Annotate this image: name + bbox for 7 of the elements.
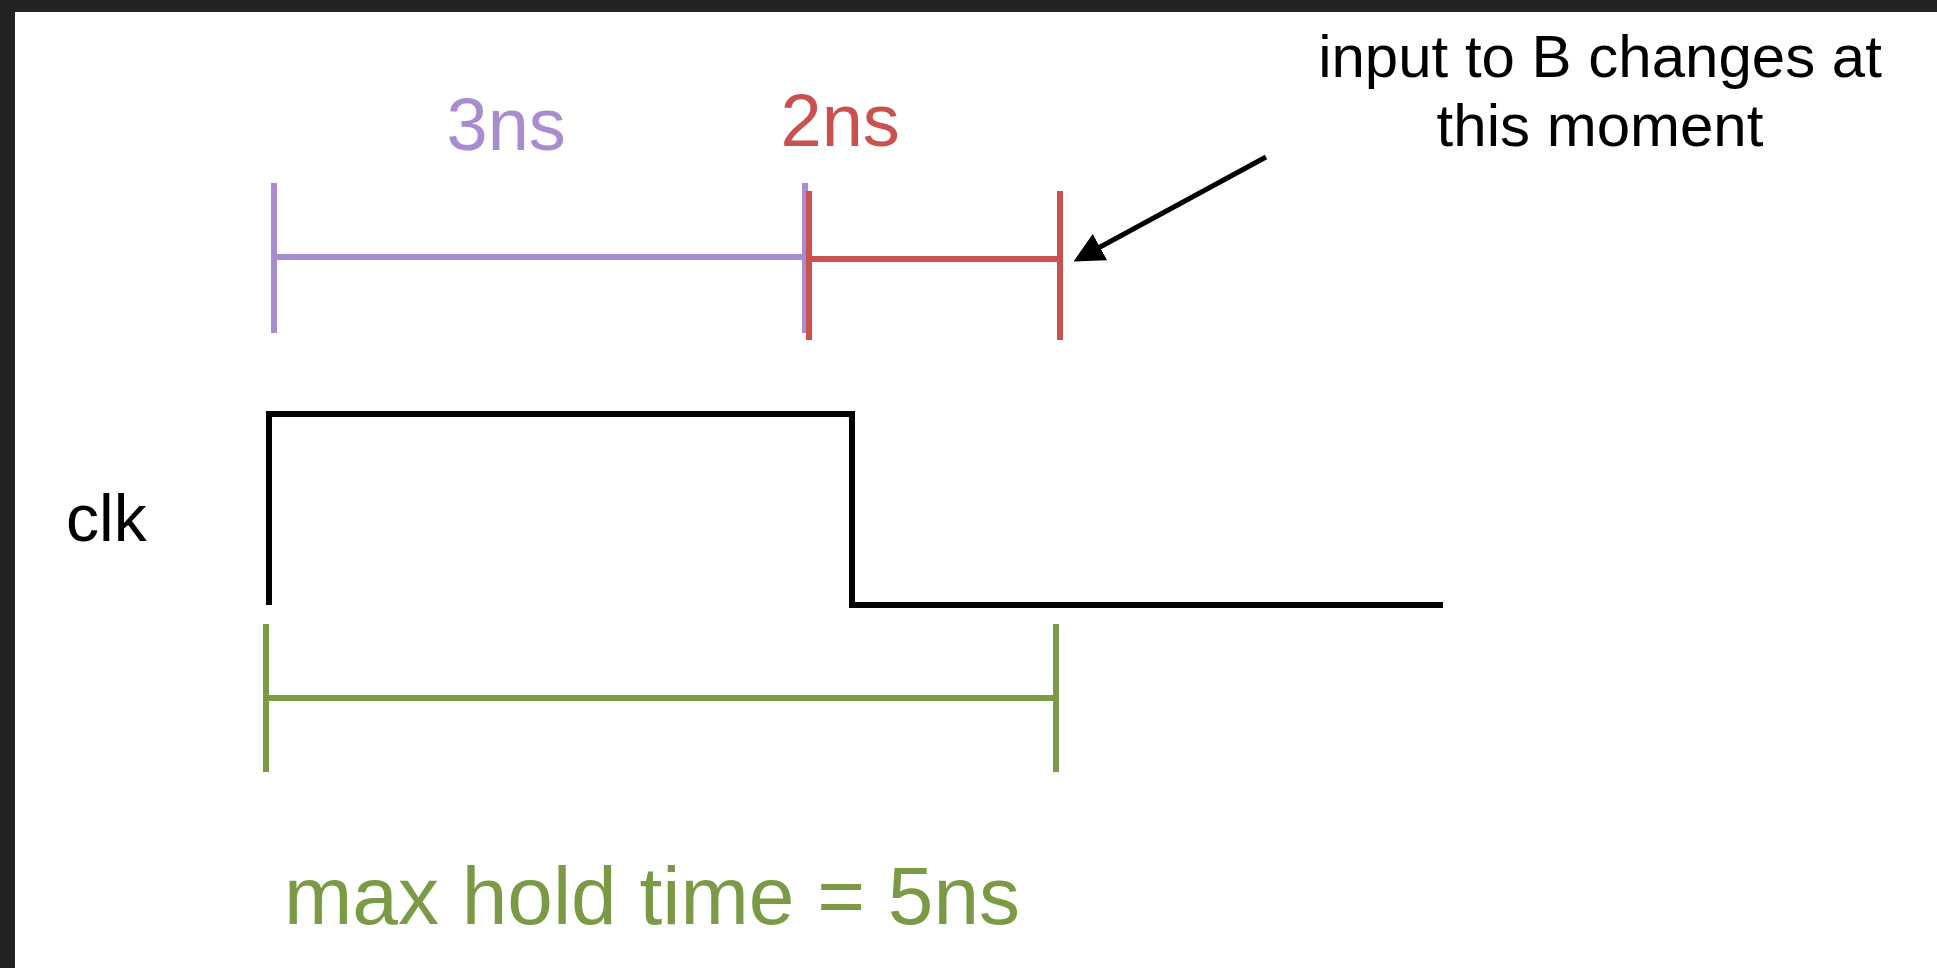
signal-name: clk: [66, 481, 147, 557]
timing-tick: [1057, 191, 1063, 340]
duration-label: 3ns: [446, 81, 566, 167]
annotation-text: input to B changes at this moment: [1270, 22, 1930, 160]
hold-time-label: max hold time = 5ns: [284, 849, 1021, 943]
duration-label: 2ns: [780, 77, 900, 163]
arrow: [1073, 154, 1268, 262]
